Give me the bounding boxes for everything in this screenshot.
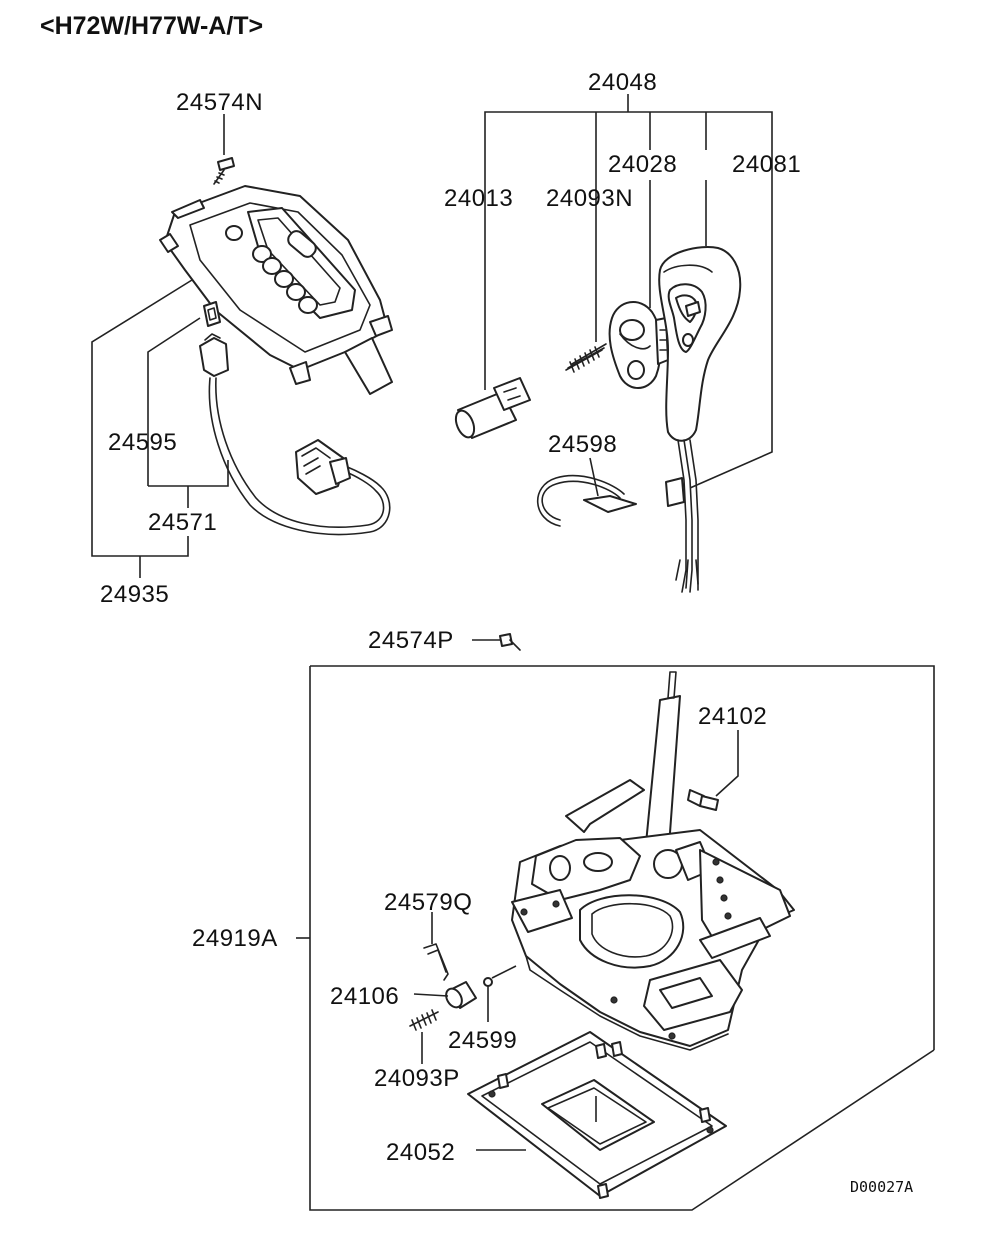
leaders-top-left — [91, 114, 229, 578]
label-24048: 24048 — [588, 69, 657, 96]
spring-24093n-drawing — [565, 343, 607, 373]
base-housing-drawing — [511, 829, 795, 1051]
label-24093p: 24093P — [374, 1065, 460, 1092]
label-24599: 24599 — [448, 1027, 517, 1054]
part-labels: 24574N 24048 24028 24081 24013 24093N 24… — [100, 69, 801, 1166]
clip-24599-drawing — [483, 965, 517, 1022]
label-24106: 24106 — [330, 983, 399, 1010]
plate-24028-drawing — [608, 301, 669, 389]
label-24093n: 24093N — [546, 185, 633, 212]
tie-band-24598-drawing — [536, 457, 637, 527]
spring-24093p-drawing — [409, 1009, 439, 1064]
button-24013-drawing — [454, 377, 531, 439]
lever-assembly-group — [296, 633, 935, 1211]
knob-24081-drawing — [658, 246, 742, 593]
clip-24595-drawing — [203, 301, 221, 327]
screw-24574p-drawing — [472, 633, 521, 651]
knob-assembly-group — [454, 94, 773, 593]
label-24013: 24013 — [444, 185, 513, 212]
screw-24102-drawing — [687, 730, 739, 811]
label-24028: 24028 — [608, 151, 677, 178]
indicator-cover-drawing — [159, 185, 393, 395]
cover-plate-24052-drawing — [467, 1031, 727, 1199]
detent-bracket-drawing — [565, 779, 645, 833]
label-24052: 24052 — [386, 1139, 455, 1166]
harness-24571-drawing — [199, 333, 391, 536]
label-24574n: 24574N — [176, 89, 263, 116]
label-24598: 24598 — [548, 431, 617, 458]
label-24571: 24571 — [148, 509, 217, 536]
screw-24574n-drawing — [213, 157, 235, 185]
diagram-title: <H72W/H77W-A/T> — [40, 12, 263, 40]
bushing-24106-drawing — [413, 981, 477, 1009]
pin-24579q-drawing — [423, 912, 449, 981]
label-24081: 24081 — [732, 151, 801, 178]
label-24574p: 24574P — [368, 627, 454, 654]
label-24595: 24595 — [108, 429, 177, 456]
label-24579q: 24579Q — [384, 889, 472, 916]
label-24919a: 24919A — [192, 925, 278, 952]
indicator-panel-group — [159, 157, 393, 536]
label-24102: 24102 — [698, 703, 767, 730]
label-24935: 24935 — [100, 581, 169, 608]
diagram-code: D00027A — [850, 1178, 913, 1196]
